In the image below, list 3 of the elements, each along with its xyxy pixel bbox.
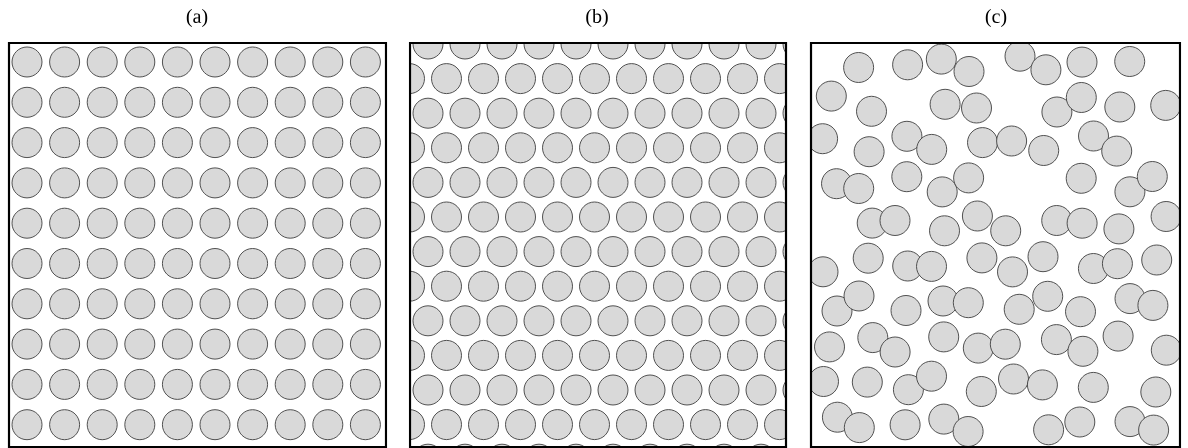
panel-label: (b): [586, 8, 608, 28]
panel-label: (c): [985, 8, 1007, 28]
panel-label: (a): [186, 8, 208, 28]
